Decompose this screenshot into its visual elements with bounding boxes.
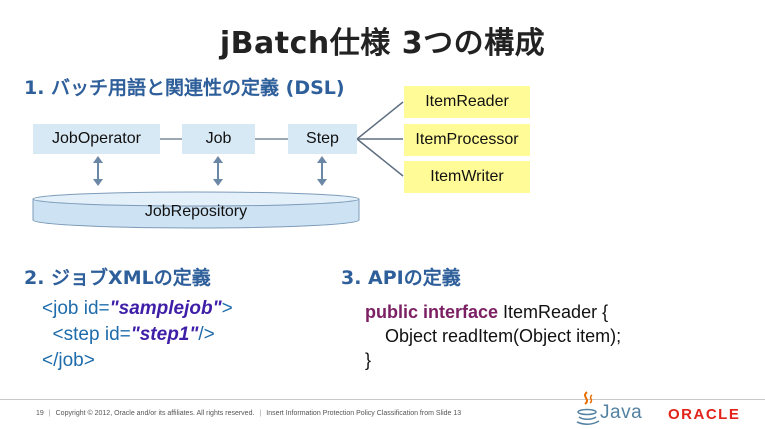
- job-box: Job: [182, 124, 255, 154]
- double-arrow-icon: [317, 156, 327, 186]
- double-arrow-icon: [93, 156, 103, 186]
- classification-text: Insert Information Protection Policy Cla…: [266, 410, 462, 417]
- item-writer-box: ItemWriter: [404, 161, 530, 193]
- xml-line-job-open: <job id="samplejob">: [42, 298, 233, 320]
- footer-separator: |: [259, 410, 262, 417]
- double-arrow-icon: [213, 156, 223, 186]
- step-box: Step: [288, 124, 357, 154]
- oracle-logo: ORACLE: [668, 406, 741, 423]
- page-number: 19: [36, 410, 44, 417]
- copyright-text: Copyright © 2012, Oracle and/or its affi…: [55, 410, 255, 417]
- xml-attribute-value: "step1": [130, 324, 199, 345]
- code-line-method: Object readItem(Object item);: [365, 326, 622, 346]
- item-reader-box: ItemReader: [404, 86, 530, 118]
- xml-tag-text: >: [221, 298, 233, 319]
- section-heading-dsl: 1. バッチ用語と関連性の定義 (DSL): [24, 77, 345, 99]
- connector-step-writer: [356, 138, 404, 177]
- footer-separator: |: [48, 410, 51, 417]
- job-repository-cylinder: JobRepository: [32, 191, 360, 229]
- job-operator-box: JobOperator: [33, 124, 160, 154]
- xml-line-step: <step id="step1"/>: [42, 324, 215, 346]
- footer-divider: [0, 399, 765, 400]
- xml-tag-text: />: [198, 324, 215, 345]
- slide-title: jBatch仕様 3つの構成: [219, 26, 546, 61]
- xml-tag-text: <step id=: [42, 324, 131, 345]
- section-heading-api: 3. APIの定義: [341, 267, 461, 289]
- code-line-close: }: [365, 350, 372, 370]
- item-processor-box: ItemProcessor: [404, 124, 530, 156]
- section-heading-job-xml: 2. ジョブXMLの定義: [24, 267, 211, 289]
- xml-attribute-value: "samplejob": [109, 298, 222, 319]
- java-interface-name: ItemReader {: [498, 302, 609, 322]
- java-keywords: public interface: [365, 302, 499, 322]
- java-logo-text: Java: [600, 402, 643, 423]
- connector-step-reader: [356, 101, 404, 140]
- cylinder-shape: [32, 191, 360, 229]
- xml-tag-text: <job id=: [42, 298, 110, 319]
- footer: 19 | Copyright © 2012, Oracle and/or its a…: [36, 410, 461, 417]
- xml-line-job-close: </job>: [42, 350, 95, 371]
- java-cup-icon: [576, 391, 600, 425]
- job-repository-label: JobRepository: [144, 203, 248, 220]
- code-line-interface: public interface ItemReader {: [365, 302, 608, 323]
